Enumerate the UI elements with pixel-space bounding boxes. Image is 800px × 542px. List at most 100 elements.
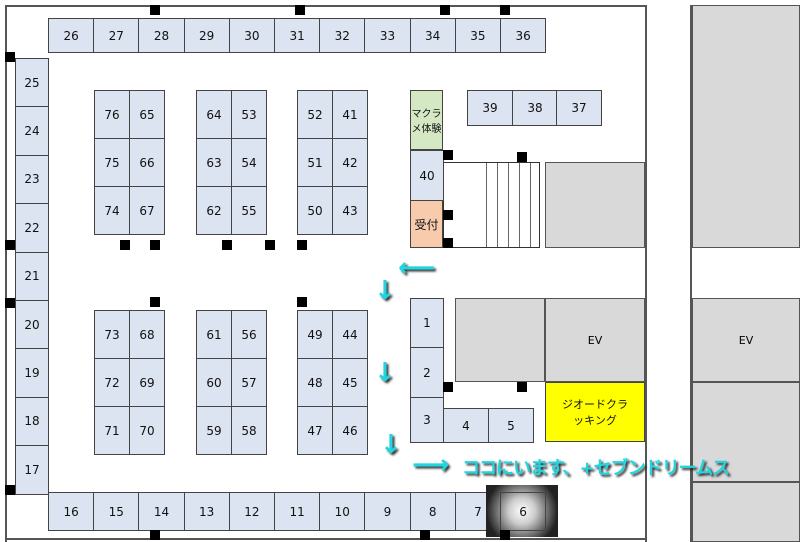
booth-56[interactable]: 56 xyxy=(231,310,267,359)
booth-number: 52 xyxy=(307,107,323,122)
booth-75[interactable]: 75 xyxy=(94,138,130,187)
booth-62[interactable]: 62 xyxy=(196,186,232,235)
booth-44[interactable]: 44 xyxy=(332,310,368,359)
arrow-down-icon: ↓ xyxy=(374,276,396,306)
pillar xyxy=(5,240,15,250)
booth-74[interactable]: 74 xyxy=(94,186,130,235)
booth-31[interactable]: 31 xyxy=(274,18,321,53)
pillar xyxy=(443,150,453,160)
booth-46[interactable]: 46 xyxy=(332,406,368,455)
booth-51[interactable]: 51 xyxy=(297,138,333,187)
booth-37[interactable]: 37 xyxy=(556,90,602,126)
booth-59[interactable]: 59 xyxy=(196,406,232,455)
macrame-booth[interactable]: マクラメ体験 xyxy=(410,90,443,150)
booth-45[interactable]: 45 xyxy=(332,358,368,407)
booth-25[interactable]: 25 xyxy=(15,58,49,108)
booth-29[interactable]: 29 xyxy=(183,18,230,53)
booth-number: 22 xyxy=(24,220,40,235)
jiord-cracking-booth[interactable]: ジオードクラッキング xyxy=(545,382,645,442)
booth-11[interactable]: 11 xyxy=(274,492,321,531)
booth-number: 9 xyxy=(383,504,392,519)
booth-number: 47 xyxy=(307,423,323,438)
booth-18[interactable]: 18 xyxy=(15,396,49,447)
booth-27[interactable]: 27 xyxy=(93,18,140,53)
booth-57[interactable]: 57 xyxy=(231,358,267,407)
booth-41[interactable]: 41 xyxy=(332,90,368,139)
booth-3[interactable]: 3 xyxy=(410,397,444,443)
booth-24[interactable]: 24 xyxy=(15,106,49,156)
booth-6[interactable]: 6 xyxy=(500,492,547,531)
booth-23[interactable]: 23 xyxy=(15,154,49,205)
pillar xyxy=(517,382,527,392)
booth-38[interactable]: 38 xyxy=(512,90,558,126)
booth-39[interactable]: 39 xyxy=(467,90,513,126)
booth-40[interactable]: 40 xyxy=(410,150,444,201)
booth-58[interactable]: 58 xyxy=(231,406,267,455)
booth-21[interactable]: 21 xyxy=(15,251,49,301)
booth-69[interactable]: 69 xyxy=(129,358,165,407)
arrow-right-icon: ⟶ xyxy=(412,450,450,480)
booth-34[interactable]: 34 xyxy=(409,18,456,53)
booth-22[interactable]: 22 xyxy=(15,203,49,253)
booth-30[interactable]: 30 xyxy=(228,18,275,53)
booth-14[interactable]: 14 xyxy=(138,492,185,531)
booth-12[interactable]: 12 xyxy=(228,492,275,531)
booth-42[interactable]: 42 xyxy=(332,138,368,187)
booth-71[interactable]: 71 xyxy=(94,406,130,455)
booth-number: 24 xyxy=(24,124,40,139)
booth-55[interactable]: 55 xyxy=(231,186,267,235)
booth-number: 68 xyxy=(139,327,155,342)
booth-2[interactable]: 2 xyxy=(410,347,444,398)
booth-16[interactable]: 16 xyxy=(48,492,95,531)
booth-number: 44 xyxy=(342,327,358,342)
booth-53[interactable]: 53 xyxy=(231,90,267,139)
booth-60[interactable]: 60 xyxy=(196,358,232,407)
booth-5[interactable]: 5 xyxy=(488,408,534,443)
booth-72[interactable]: 72 xyxy=(94,358,130,407)
booth-10[interactable]: 10 xyxy=(319,492,366,531)
booth-15[interactable]: 15 xyxy=(93,492,140,531)
booth-70[interactable]: 70 xyxy=(129,406,165,455)
booth-number: 64 xyxy=(206,107,222,122)
booth-68[interactable]: 68 xyxy=(129,310,165,359)
booth-number: 41 xyxy=(342,107,358,122)
pillar xyxy=(222,240,232,250)
booth-66[interactable]: 66 xyxy=(129,138,165,187)
booth-33[interactable]: 33 xyxy=(364,18,411,53)
booth-47[interactable]: 47 xyxy=(297,406,333,455)
booth-65[interactable]: 65 xyxy=(129,90,165,139)
booth-1[interactable]: 1 xyxy=(410,298,444,348)
booth-13[interactable]: 13 xyxy=(183,492,230,531)
booth-number: 8 xyxy=(428,504,437,519)
booth-32[interactable]: 32 xyxy=(319,18,366,53)
booth-19[interactable]: 19 xyxy=(15,348,49,398)
booth-36[interactable]: 36 xyxy=(500,18,547,53)
booth-50[interactable]: 50 xyxy=(297,186,333,235)
booth-73[interactable]: 73 xyxy=(94,310,130,359)
booth-8[interactable]: 8 xyxy=(409,492,456,531)
booth-9[interactable]: 9 xyxy=(364,492,411,531)
pillar xyxy=(120,240,130,250)
booth-64[interactable]: 64 xyxy=(196,90,232,139)
booth-43[interactable]: 43 xyxy=(332,186,368,235)
stairs xyxy=(443,162,540,248)
booth-number: 72 xyxy=(104,375,120,390)
booth-49[interactable]: 49 xyxy=(297,310,333,359)
reception[interactable]: 受付 xyxy=(410,200,443,248)
pillar xyxy=(150,240,160,250)
booth-61[interactable]: 61 xyxy=(196,310,232,359)
booth-67[interactable]: 67 xyxy=(129,186,165,235)
booth-76[interactable]: 76 xyxy=(94,90,130,139)
booth-63[interactable]: 63 xyxy=(196,138,232,187)
booth-26[interactable]: 26 xyxy=(48,18,95,53)
booth-20[interactable]: 20 xyxy=(15,300,49,350)
booth-48[interactable]: 48 xyxy=(297,358,333,407)
booth-54[interactable]: 54 xyxy=(231,138,267,187)
booth-52[interactable]: 52 xyxy=(297,90,333,139)
wall xyxy=(645,5,647,542)
booth-4[interactable]: 4 xyxy=(443,408,489,443)
booth-17[interactable]: 17 xyxy=(15,445,49,495)
booth-35[interactable]: 35 xyxy=(454,18,501,53)
booth-28[interactable]: 28 xyxy=(138,18,185,53)
booth-number: 73 xyxy=(104,327,120,342)
